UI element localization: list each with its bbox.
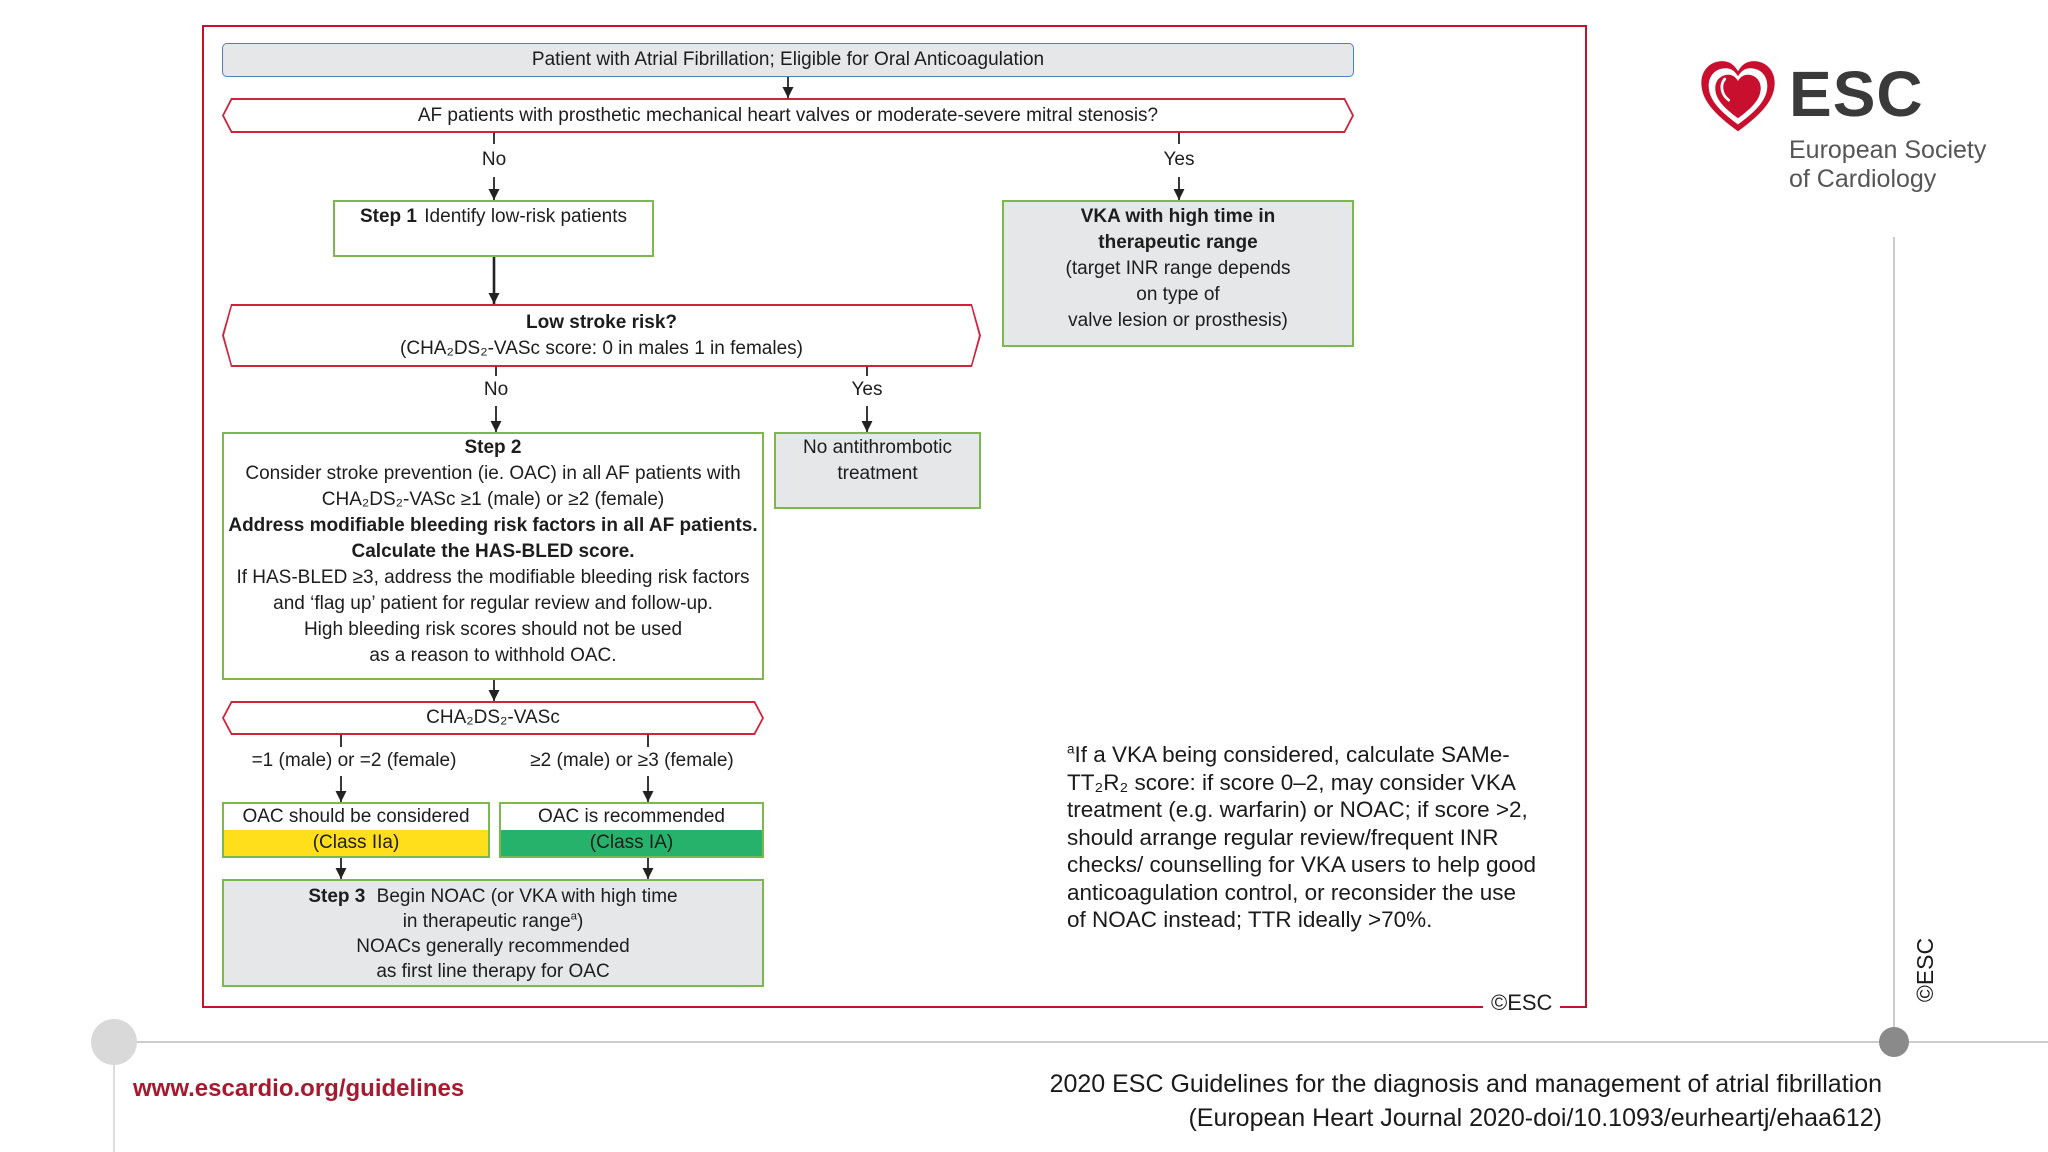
- footer-url-link[interactable]: www.escardio.org/guidelines: [133, 1075, 465, 1102]
- flowchart-frame: [202, 25, 1587, 1008]
- decision-valves: AF patients with prosthetic mechanical h…: [222, 98, 1354, 133]
- no-antithrombotic-line: No antithrombotic: [803, 437, 952, 458]
- step3-line: in therapeutic rangea): [403, 909, 584, 934]
- step2-label: Step 2: [464, 437, 522, 458]
- decision-low-stroke-risk-title: Low stroke risk?: [526, 311, 677, 333]
- footer-guideline-title: 2020 ESC Guidelines for the diagnosis an…: [1049, 1070, 1882, 1098]
- q2-yes-label: Yes: [851, 379, 883, 400]
- step3-line2-text: in therapeutic range: [402, 911, 571, 932]
- step3-line2-end: ): [576, 911, 584, 932]
- q1-no-label: No: [481, 149, 507, 170]
- side-copyright: ©ESC: [1912, 937, 1938, 1003]
- vka-line: VKA with high time in: [1080, 206, 1276, 227]
- step1-line: Step 1 Identify low-risk patients: [360, 204, 627, 230]
- step3-line: as first line therapy for OAC: [376, 961, 610, 982]
- step2-line: Address modifiable bleeding risk factors…: [228, 515, 758, 536]
- step3-line1: Begin NOAC (or VKA with high time: [376, 886, 678, 907]
- step1-label: Step 1: [359, 206, 417, 227]
- footnote-line: aIf a VKA being considered, calculate SA…: [1067, 741, 1536, 769]
- footnote-line: of NOAC instead; TTR ideally >70%.: [1067, 907, 1433, 932]
- right-rule-dot: [1879, 1027, 1909, 1057]
- oac-considered-text: OAC should be considered: [242, 806, 470, 827]
- footnote-line-text: If a VKA being considered, calculate SAM…: [1074, 742, 1510, 767]
- vka-box: VKA with high time in therapeutic range …: [1002, 200, 1354, 347]
- branch-low-label: =1 (male) or =2 (female): [251, 750, 457, 771]
- footer-citation: (European Heart Journal 2020-doi/10.1093…: [1188, 1104, 1882, 1132]
- footnote-line: checks/ counselling for VKA users to hel…: [1067, 852, 1537, 877]
- footnote-line: should arrange regular review/frequent I…: [1067, 824, 1499, 850]
- step3-label: Step 3: [308, 886, 366, 907]
- step2-line: High bleeding risk scores should not be …: [303, 619, 683, 640]
- step2-line: Calculate the HAS-BLED score.: [351, 541, 635, 562]
- footnote: aIf a VKA being considered, calculate SA…: [1067, 741, 1536, 934]
- q2-no-label: No: [483, 379, 509, 400]
- vka-line: (target INR range depends: [1065, 258, 1291, 279]
- vka-line: on type of: [1136, 284, 1220, 305]
- frame-copyright: ©ESC: [1483, 991, 1561, 1015]
- no-antithrombotic-line: treatment: [837, 463, 918, 484]
- logo-name-line1: European Society: [1789, 136, 1987, 164]
- step3-line: NOACs generally recommended: [356, 936, 630, 957]
- step3-line: Step 3 Begin NOAC (or VKA with high time: [308, 884, 677, 909]
- step2-box: Step 2 Consider stroke prevention (ie. O…: [222, 432, 764, 680]
- vka-line: valve lesion or prosthesis): [1068, 310, 1288, 331]
- esc-heart-icon: [1701, 61, 1775, 132]
- footnote-line: TT₂R₂ score: if score 0–2, may consider …: [1067, 769, 1516, 795]
- decision-valves-text: AF patients with prosthetic mechanical h…: [417, 104, 1159, 126]
- no-antithrombotic-box: No antithrombotic treatment: [774, 432, 981, 509]
- branch-high-label: ≥2 (male) or ≥3 (female): [530, 750, 734, 771]
- decision-low-stroke-risk-detail: (CHA₂DS₂-VASc score: 0 in males 1 in fem…: [400, 337, 803, 359]
- decision-score-text: CHA₂DS₂-VASc: [426, 707, 560, 728]
- start-node: Patient with Atrial Fibrillation; Eligib…: [222, 43, 1354, 77]
- footnote-marker: a: [570, 910, 577, 923]
- step2-line: CHA₂DS₂-VASc ≥1 (male) or ≥2 (female): [321, 489, 665, 510]
- step1-box: Step 1 Identify low-risk patients: [333, 200, 654, 257]
- step3-box: Step 3 Begin NOAC (or VKA with high time…: [222, 879, 764, 987]
- logo-name-line2: of Cardiology: [1789, 165, 1937, 193]
- decision-low-stroke-risk: Low stroke risk? (CHA₂DS₂-VASc score: 0 …: [222, 304, 981, 367]
- q1-yes-label: Yes: [1163, 149, 1195, 170]
- oac-recommended-text: OAC is recommended: [538, 806, 725, 827]
- step1-text: Identify low-risk patients: [424, 206, 628, 227]
- logo-abbreviation: ESC: [1789, 58, 1924, 130]
- step2-line: as a reason to withhold OAC.: [369, 645, 617, 666]
- decision-score: CHA₂DS₂-VASc: [222, 701, 764, 735]
- step2-line: If HAS-BLED ≥3, address the modifiable b…: [236, 567, 750, 588]
- oac-recommended-box: OAC is recommended (Class IA): [499, 802, 764, 858]
- oac-considered-box: OAC should be considered (Class IIa): [222, 802, 490, 858]
- oac-recommended-class: (Class IA): [589, 832, 674, 853]
- footnote-line: anticoagulation control, or reconsider t…: [1067, 879, 1517, 905]
- footnote-marker: a: [1067, 741, 1075, 757]
- step2-line: Consider stroke prevention (ie. OAC) in …: [245, 463, 741, 484]
- oac-considered-class: (Class IIa): [312, 832, 400, 853]
- step2-line: and ‘flag up’ patient for regular review…: [273, 593, 713, 614]
- start-node-text: Patient with Atrial Fibrillation; Eligib…: [531, 49, 1045, 70]
- footnote-line: treatment (e.g. warfarin) or NOAC; if sc…: [1067, 797, 1528, 822]
- left-rule-dot: [91, 1019, 137, 1065]
- vka-line: therapeutic range: [1098, 232, 1258, 253]
